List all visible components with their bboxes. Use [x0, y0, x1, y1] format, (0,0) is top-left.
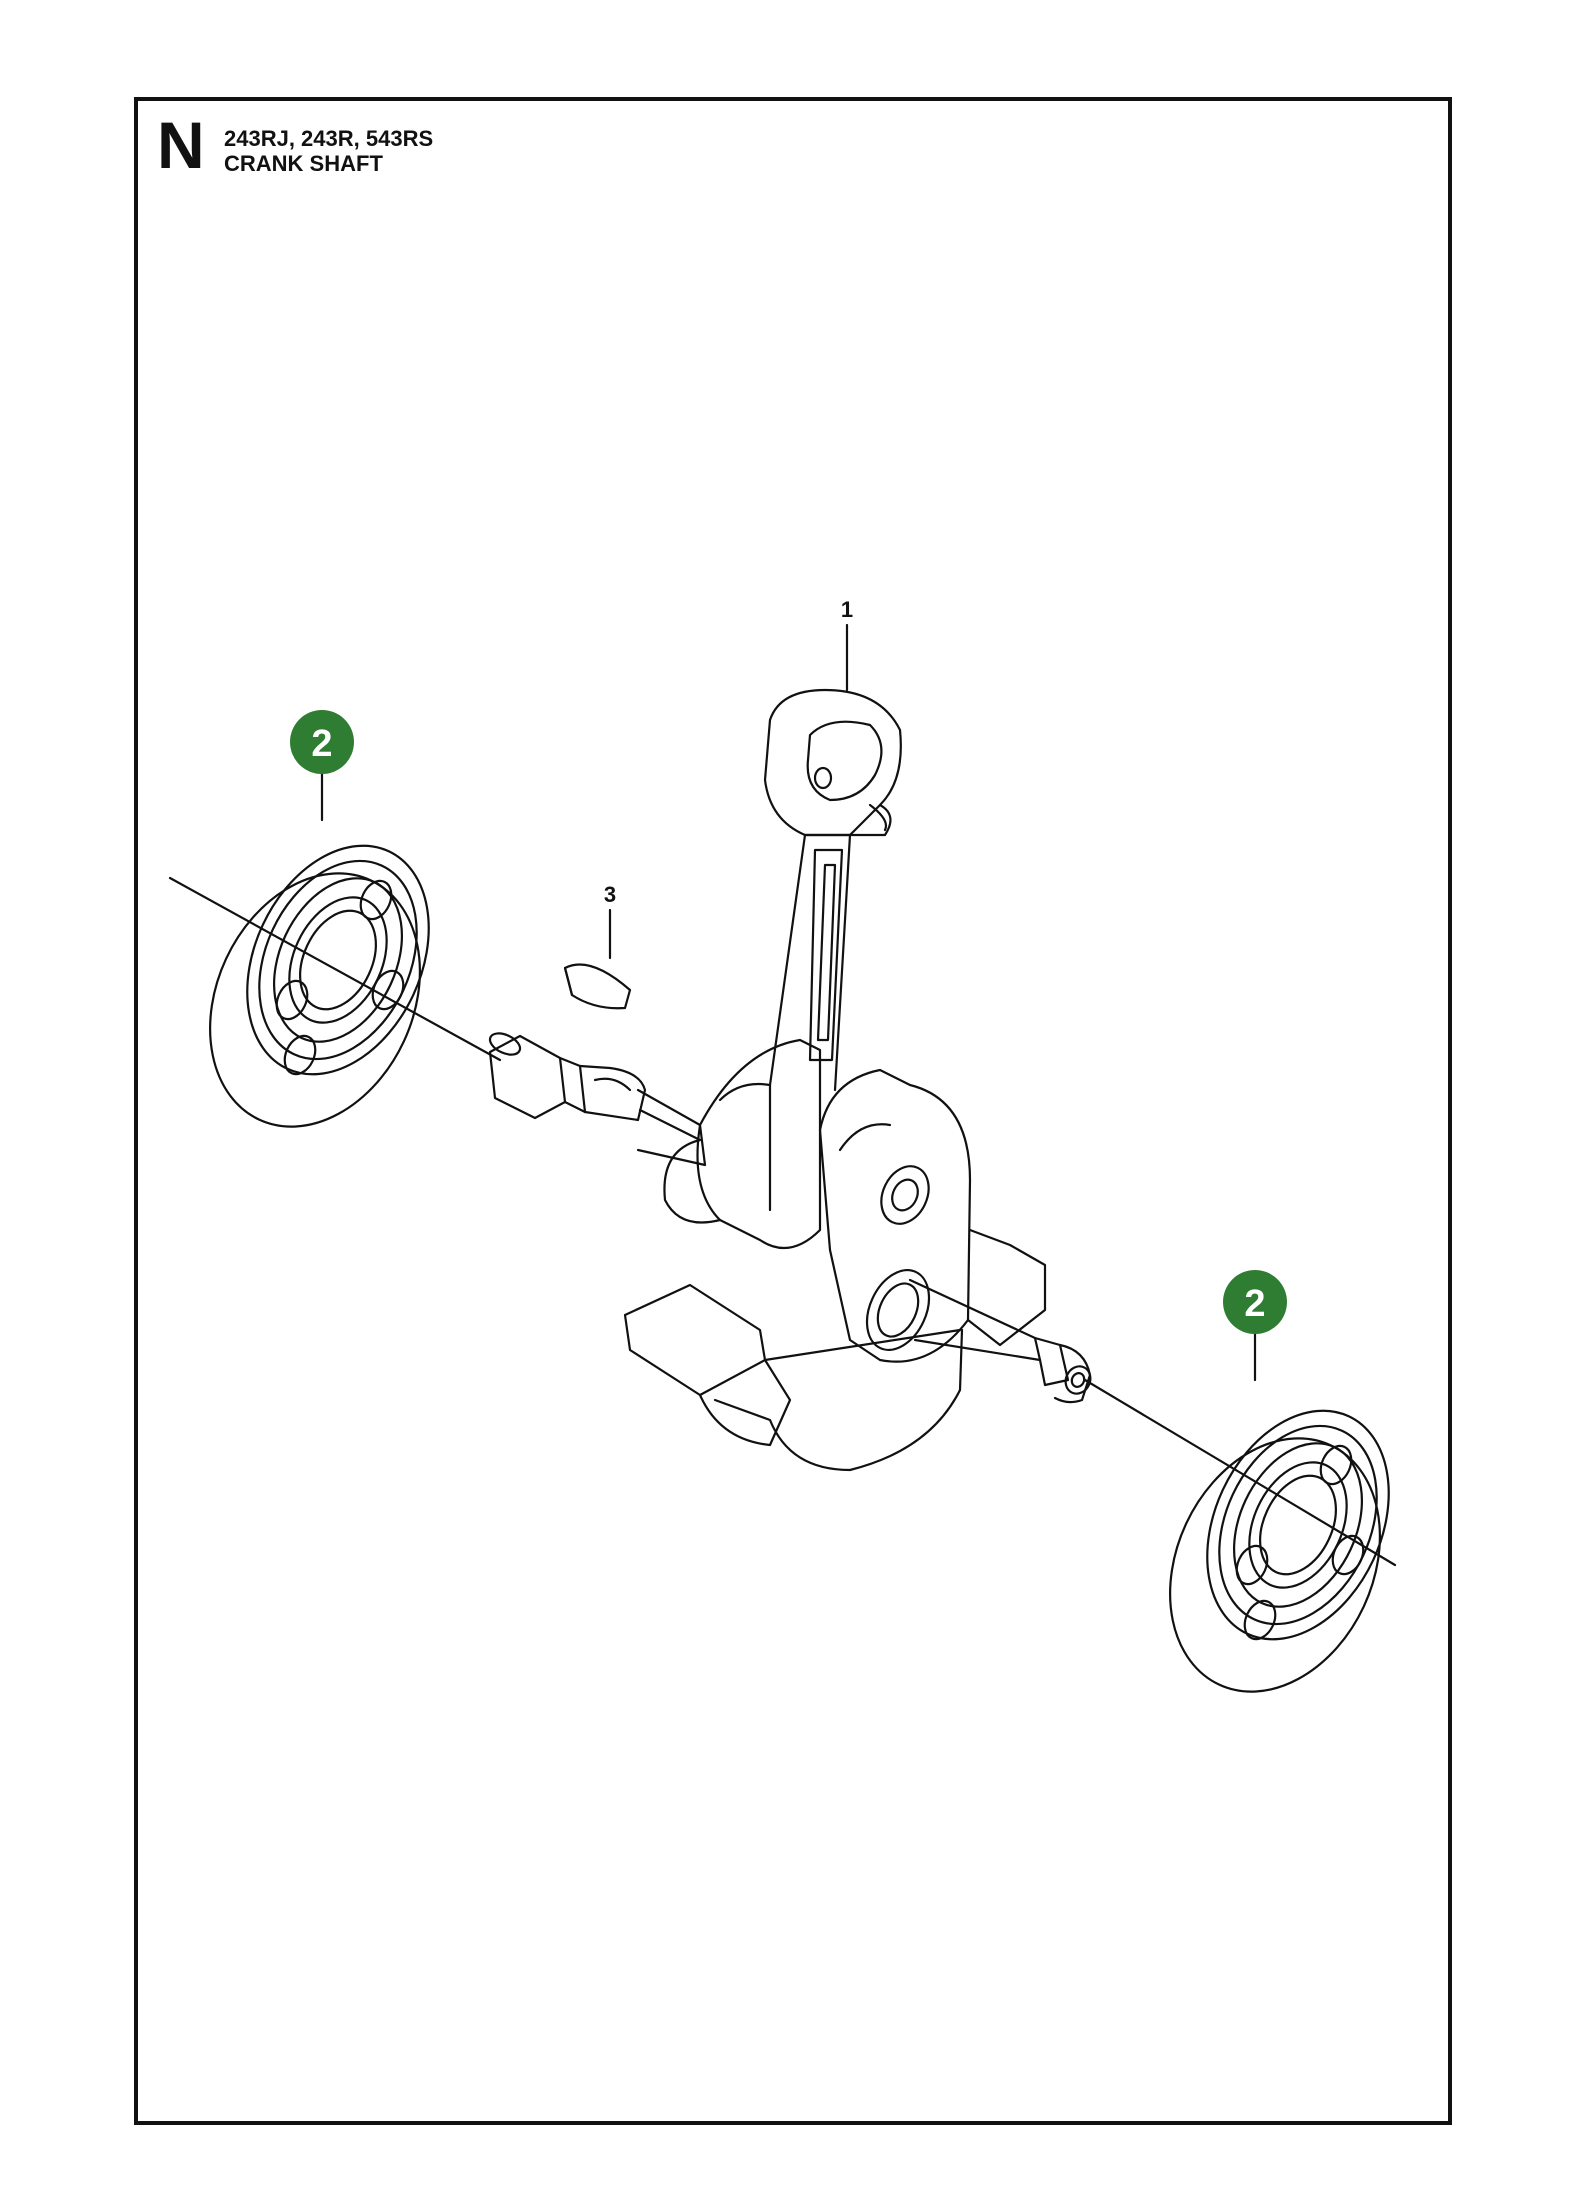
callout-2-left: 2: [290, 710, 354, 774]
callout-1-label: 1: [841, 597, 853, 622]
ball-bearing-right: [1169, 1409, 1390, 1693]
page-border: [134, 97, 1452, 2125]
section-letter: N: [157, 108, 205, 182]
header-block: 243RJ, 243R, 543RS CRANK SHAFT: [224, 126, 433, 177]
diagram-title: CRANK SHAFT: [224, 151, 383, 177]
ball-bearing-left: [209, 844, 430, 1128]
callout-3: 3: [604, 882, 616, 907]
callout-2-left-label: 2: [311, 723, 332, 765]
callout-2-right-label: 2: [1244, 1283, 1265, 1325]
model-list: 243RJ, 243R, 543RS: [224, 126, 434, 151]
leader-lines: [320, 623, 1257, 1382]
callout-2-left-badge: [290, 710, 354, 774]
callout-2-right: 2: [1223, 1270, 1287, 1334]
axis-lines: [168, 876, 1397, 1567]
callout-1: 1: [841, 597, 853, 622]
callout-3-label: 3: [604, 882, 616, 907]
crankshaft-assembly: [488, 688, 1092, 1472]
woodruff-key: [563, 963, 632, 1010]
callout-2-right-badge: [1223, 1270, 1287, 1334]
